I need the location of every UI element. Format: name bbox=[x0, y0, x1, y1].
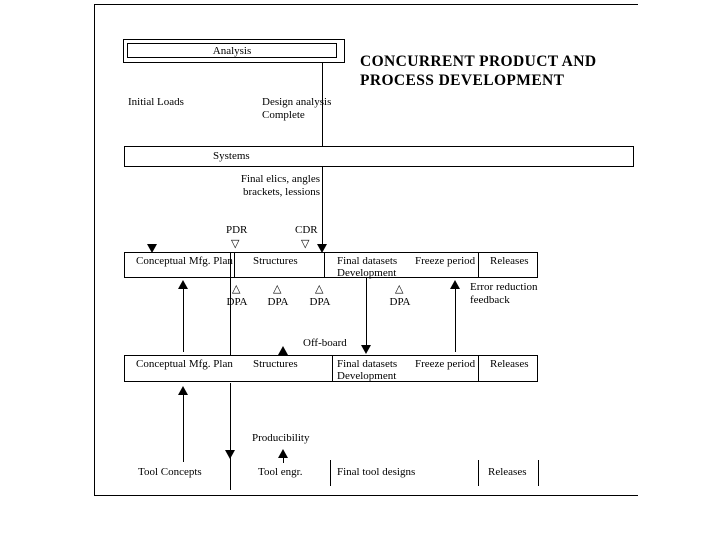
tooling-feedback-arrow-line bbox=[183, 394, 184, 462]
tooling-row-engineering-label: Tool engr. bbox=[258, 466, 303, 478]
design-row-freeze-label: Freeze period bbox=[415, 255, 476, 267]
producibility-arrow-line bbox=[283, 457, 284, 463]
error-feedback-label: Error reduction feedback bbox=[470, 281, 538, 307]
offboard-row-datasets-line1: Final datasets bbox=[337, 358, 398, 370]
design-row-datasets-line2: Development bbox=[337, 267, 397, 279]
initial-loads-label: Initial Loads bbox=[128, 96, 184, 108]
tool-connector-line bbox=[230, 383, 231, 490]
dpa-label: DPA bbox=[389, 296, 411, 308]
design-row: Conceptual Mfg. Plan Structures Final da… bbox=[124, 252, 538, 279]
systems-bar-label: Systems bbox=[213, 150, 250, 162]
tooling-row-releases-label: Releases bbox=[488, 466, 527, 478]
design-analysis-label: Design analysis Complete bbox=[262, 96, 331, 122]
arrow-down-icon bbox=[317, 244, 327, 253]
design-row-divider bbox=[234, 253, 235, 277]
cdr-label: CDR bbox=[295, 224, 318, 236]
design-row-divider bbox=[324, 253, 325, 277]
final-notes-label: Final elics, angles brackets, lessions bbox=[202, 173, 320, 199]
error-feedback-line2: feedback bbox=[470, 294, 510, 306]
arrow-up-icon bbox=[278, 449, 288, 458]
cdr-milestone-icon: ▽ bbox=[301, 237, 310, 250]
offboard-row-divider bbox=[478, 356, 479, 381]
arrow-up-icon bbox=[178, 386, 188, 395]
systems-bar: Systems bbox=[124, 146, 634, 167]
design-analysis-line1: Design analysis bbox=[262, 96, 332, 108]
producibility-label: Producibility bbox=[252, 432, 310, 444]
offboard-row-structures-label: Structures bbox=[253, 358, 298, 370]
analysis-bar: Analysis bbox=[123, 39, 345, 63]
offboard-arrow-line bbox=[366, 278, 367, 348]
tooling-row-divider bbox=[330, 460, 331, 486]
offboard-label: Off-board bbox=[303, 337, 347, 349]
offboard-row-datasets-label: Final datasets Development bbox=[337, 358, 397, 382]
offboard-row-datasets-line2: Development bbox=[337, 370, 397, 382]
offboard-row-divider bbox=[332, 356, 333, 381]
page-title-line1: CONCURRENT PRODUCT AND bbox=[360, 53, 597, 70]
dpa-milestone-icon: △ bbox=[395, 282, 404, 295]
page-title: CONCURRENT PRODUCT AND PROCESS DEVELOPME… bbox=[360, 52, 620, 90]
feedback-arrow-line bbox=[183, 288, 184, 352]
pdr-milestone-icon: ▽ bbox=[231, 237, 240, 250]
dpa-label: DPA bbox=[309, 296, 331, 308]
design-row-plan-label: Conceptual Mfg. Plan bbox=[136, 255, 233, 267]
design-row-divider bbox=[230, 253, 231, 277]
dpa-label: DPA bbox=[226, 296, 248, 308]
arrow-down-icon bbox=[225, 450, 235, 459]
design-row-datasets-label: Final datasets Development bbox=[337, 255, 397, 279]
design-row-releases-label: Releases bbox=[490, 255, 529, 267]
tooling-row-divider bbox=[538, 460, 539, 486]
error-feedback-line1: Error reduction bbox=[470, 281, 538, 293]
arrow-up-icon bbox=[278, 346, 288, 355]
dpa-label: DPA bbox=[267, 296, 289, 308]
tooling-row-designs-label: Final tool designs bbox=[337, 466, 416, 478]
arrow-up-icon bbox=[450, 280, 460, 289]
error-feedback-arrow-line bbox=[455, 288, 456, 352]
offboard-row-plan-label: Conceptual Mfg. Plan bbox=[136, 358, 233, 370]
pdr-label: PDR bbox=[226, 224, 248, 236]
arrow-down-icon bbox=[361, 345, 371, 354]
tooling-row-divider bbox=[478, 460, 479, 486]
final-notes-line2: brackets, lessions bbox=[243, 186, 320, 198]
offboard-row-releases-label: Releases bbox=[490, 358, 529, 370]
analysis-bar-label: Analysis bbox=[127, 43, 337, 58]
arrow-up-icon bbox=[178, 280, 188, 289]
diagram-frame bbox=[94, 4, 638, 496]
offboard-row: Conceptual Mfg. Plan Structures Final da… bbox=[124, 355, 538, 382]
design-row-divider bbox=[478, 253, 479, 277]
offboard-row-freeze-label: Freeze period bbox=[415, 358, 476, 370]
design-analysis-line2: Complete bbox=[262, 109, 305, 121]
final-notes-line1: Final elics, angles bbox=[240, 173, 320, 185]
dpa-milestone-icon: △ bbox=[315, 282, 324, 295]
row-start-marker-icon bbox=[147, 244, 157, 253]
dpa-milestone-icon: △ bbox=[273, 282, 282, 295]
page-title-line2: PROCESS DEVELOPMENT bbox=[360, 72, 565, 89]
tooling-row-concepts-label: Tool Concepts bbox=[138, 466, 202, 478]
dpa-milestone-icon: △ bbox=[232, 282, 241, 295]
design-row-datasets-line1: Final datasets bbox=[337, 255, 398, 267]
plan-connector-line bbox=[230, 278, 231, 355]
design-row-structures-label: Structures bbox=[253, 255, 298, 267]
